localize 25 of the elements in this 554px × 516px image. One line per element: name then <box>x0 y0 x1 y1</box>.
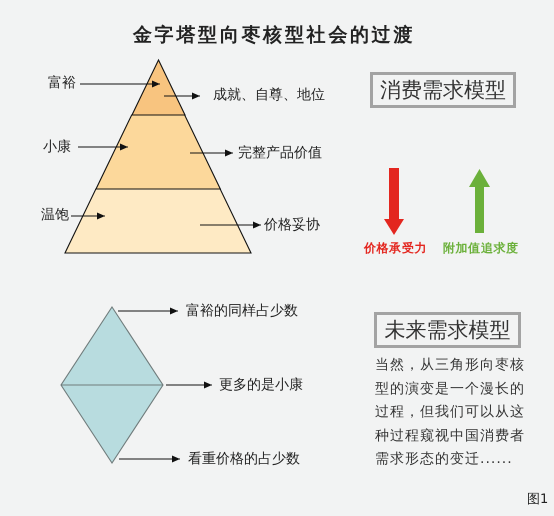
tier-description: 成就、自尊、地位 <box>213 87 325 105</box>
arrow <box>78 144 128 150</box>
arrow <box>166 382 212 388</box>
model-title-box: 未来需求模型 <box>374 312 521 348</box>
tier-description: 富裕的同样占少数 <box>186 303 298 321</box>
arrow <box>71 212 105 220</box>
tier-label: 富裕 <box>48 75 76 93</box>
arrow <box>164 92 200 100</box>
tier-description: 完整产品价值 <box>238 145 322 163</box>
arrow-caption: 价格承受力 <box>364 240 427 256</box>
arrow <box>200 222 261 228</box>
tier-description: 更多的是小康 <box>219 377 303 395</box>
arrow <box>119 456 180 462</box>
arrow <box>190 150 233 156</box>
arrow <box>80 80 160 88</box>
arrow <box>118 308 178 314</box>
figure-number: 图1 <box>527 492 548 508</box>
model-title-box: 消费需求模型 <box>370 72 516 108</box>
tier-description: 价格妥协 <box>264 217 320 235</box>
tier-description: 看重价格的占少数 <box>188 451 300 469</box>
tier-label: 温饱 <box>41 207 69 225</box>
diagram-title: 金字塔型向枣核型社会的过渡 <box>133 24 416 48</box>
tier-label: 小康 <box>43 139 71 157</box>
arrow-caption: 附加值追求度 <box>443 240 519 256</box>
description-text: 当然，从三角形向枣核型的演变是一个漫长的过程，但我们可以从这种过程窥视中国消费者需求形态的变迁...... <box>375 356 526 469</box>
